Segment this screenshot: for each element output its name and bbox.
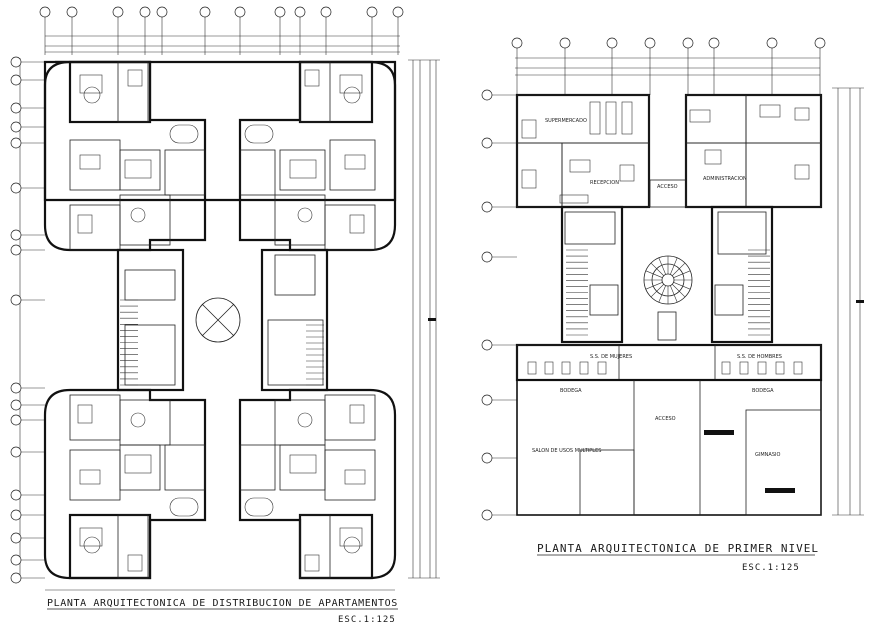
grid-bubble <box>139 6 151 18</box>
grid-bubble <box>708 37 720 49</box>
grid-bubble <box>10 532 22 544</box>
spiral-step <box>645 282 663 290</box>
grid-bubble <box>10 489 22 501</box>
grid-bubble <box>481 339 493 351</box>
toilet-fixture <box>597 361 607 375</box>
grid-bubble <box>10 399 22 411</box>
spiral-step <box>672 284 686 298</box>
spiral-step <box>670 285 678 303</box>
right-plan-scale: ESC.1:125 <box>742 563 800 573</box>
grid-bubble <box>10 182 22 194</box>
grid-bubble <box>156 6 168 18</box>
grid-bubble <box>606 37 618 49</box>
spiral-step <box>673 282 691 290</box>
grid-bubble <box>39 6 51 18</box>
spiral-step <box>658 285 666 303</box>
grid-bubble <box>481 137 493 149</box>
spiral-step <box>672 262 686 276</box>
grid-bubble <box>644 37 656 49</box>
room-acceso-bottom: ACCESO <box>655 416 676 422</box>
left-grid-axis <box>10 56 45 584</box>
right-top-grid-axis <box>511 37 826 95</box>
grid-bubble <box>10 229 22 241</box>
toilet-fixture <box>775 361 785 375</box>
spiral-step <box>673 270 691 278</box>
room-salon: SALON DE USOS MULTIPLES <box>532 448 601 454</box>
room-ss-mujeres: S.S. DE MUJERES <box>590 354 632 360</box>
grid-bubble <box>10 121 22 133</box>
apartment-block-top-right <box>238 60 397 252</box>
grid-bubble <box>66 6 78 18</box>
grid-bubble <box>366 6 378 18</box>
grid-bubble <box>481 201 493 213</box>
grid-bubble <box>481 251 493 263</box>
right-dimension-lines <box>408 59 440 579</box>
apartment-block-bottom-left <box>43 388 207 580</box>
right-plan-dimension-lines <box>832 87 864 516</box>
grid-bubble <box>10 554 22 566</box>
grid-bubble <box>199 6 211 18</box>
grid-bubble <box>10 294 22 306</box>
room-gimnasio: GIMNASIO <box>755 452 780 458</box>
toilet-fixture <box>793 361 803 375</box>
right-left-grid-axis <box>481 89 517 521</box>
top-grid-axis <box>39 6 404 55</box>
grid-bubble <box>481 89 493 101</box>
right-plan-title: PLANTA ARQUITECTONICA DE PRIMER NIVEL <box>537 542 819 555</box>
grid-bubble <box>10 244 22 256</box>
room-bodega-right: BODEGA <box>752 388 774 394</box>
apartment-distribution-plan: PLANTA ARQUITECTONICA DE DISTRIBUCION DE… <box>10 6 440 625</box>
toilet-fixture <box>721 361 731 375</box>
toilet-fixture <box>757 361 767 375</box>
spiral-step <box>650 262 664 276</box>
grid-bubble <box>814 37 826 49</box>
toilet-fixture <box>739 361 749 375</box>
grid-bubble <box>274 6 286 18</box>
spiral-step <box>670 257 678 275</box>
toilet-fixture <box>544 361 554 375</box>
apartment-block-bottom-right <box>238 388 397 580</box>
grid-bubble <box>10 414 22 426</box>
grid-bubble <box>511 37 523 49</box>
grid-bubble <box>320 6 332 18</box>
grid-bubble <box>10 56 22 68</box>
room-acceso-top: ACCESO <box>657 184 678 190</box>
grid-bubble <box>10 446 22 458</box>
room-recepcion: RECEPCION <box>590 180 619 186</box>
grid-bubble <box>10 102 22 114</box>
central-core <box>116 248 329 392</box>
grid-bubble <box>234 6 246 18</box>
room-administracion: ADMINISTRACION <box>703 176 747 182</box>
grid-bubble <box>112 6 124 18</box>
grid-bubble <box>481 394 493 406</box>
grid-bubble <box>10 74 22 86</box>
left-plan-scale: ESC.1:125 <box>338 615 396 625</box>
spiral-step <box>650 284 664 298</box>
grid-bubble <box>10 572 22 584</box>
toilet-fixture <box>527 361 537 375</box>
grid-bubble <box>481 452 493 464</box>
grid-bubble <box>481 509 493 521</box>
grid-bubble <box>682 37 694 49</box>
grid-bubble <box>766 37 778 49</box>
toilet-fixture <box>579 361 589 375</box>
toilet-fixture <box>561 361 571 375</box>
room-bodega-left: BODEGA <box>560 388 582 394</box>
grid-bubble <box>10 382 22 394</box>
grid-bubble <box>10 509 22 521</box>
spiral-step <box>658 257 666 275</box>
grid-bubble <box>392 6 404 18</box>
room-supermercado: SUPERMERCADO <box>545 118 587 124</box>
room-ss-hombres: S.S. DE HOMBRES <box>737 354 782 360</box>
left-plan-title: PLANTA ARQUITECTONICA DE DISTRIBUCION DE… <box>47 598 398 609</box>
apartment-block-top-left <box>43 60 397 252</box>
spiral-step <box>645 270 663 278</box>
first-level-plan: SUPERMERCADO RECEPCION ACCESO ADMINISTRA… <box>481 37 864 573</box>
grid-bubble <box>559 37 571 49</box>
grid-bubble <box>294 6 306 18</box>
room-labels: SUPERMERCADO RECEPCION ACCESO ADMINISTRA… <box>532 118 782 458</box>
grid-bubble <box>10 137 22 149</box>
